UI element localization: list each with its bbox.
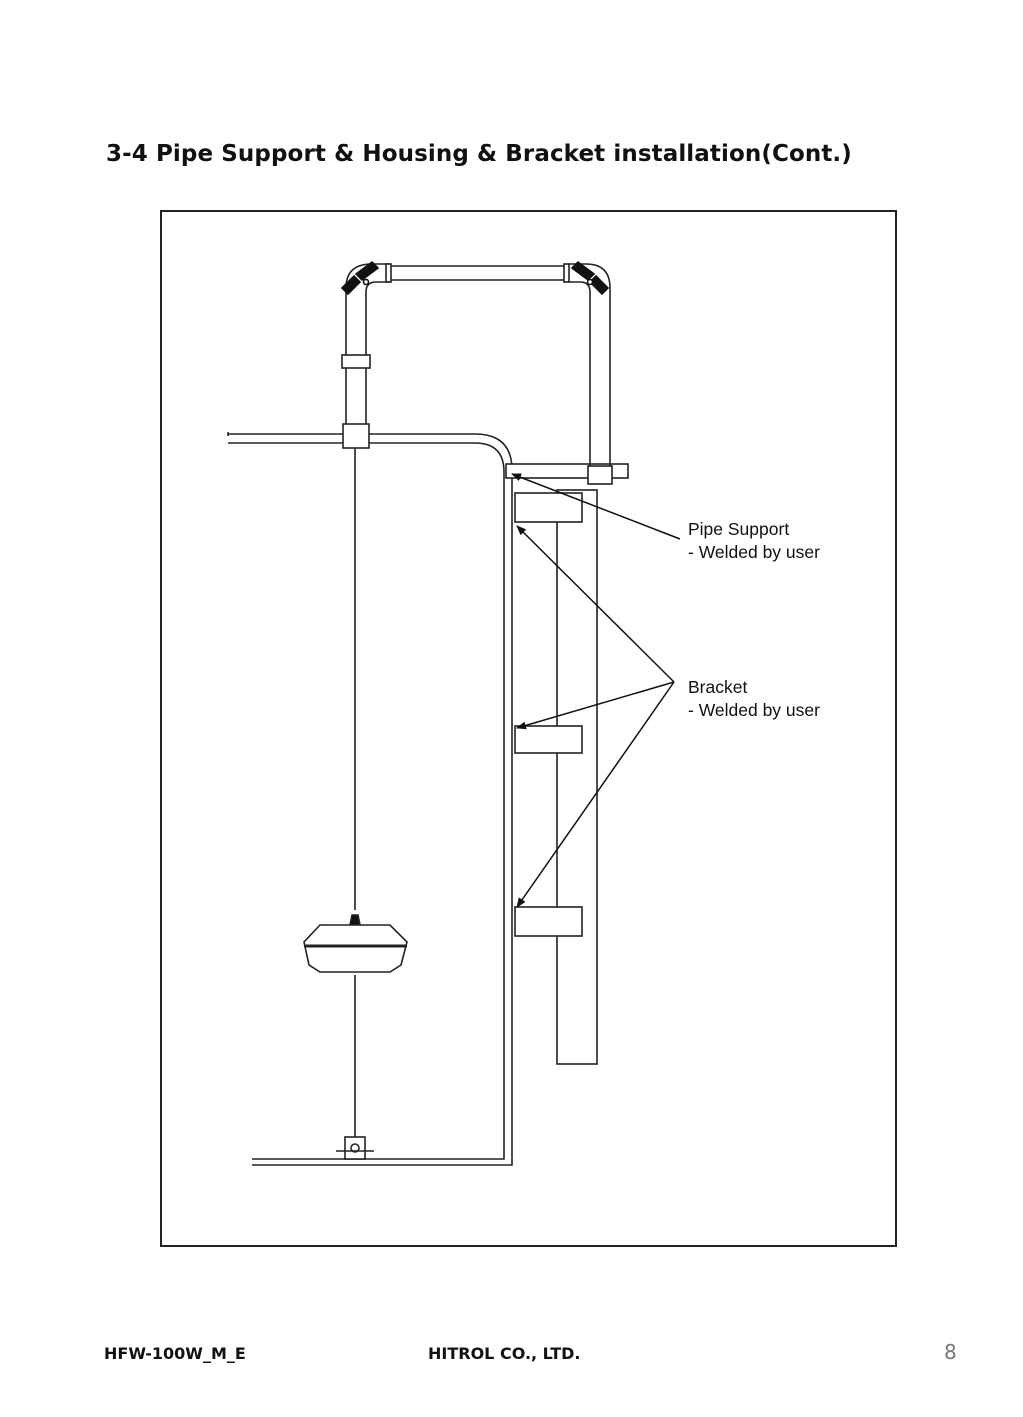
float bbox=[303, 914, 408, 973]
bracket-top bbox=[514, 492, 583, 523]
bottom-anchor bbox=[336, 1136, 374, 1160]
page-title: 3-4 Pipe Support & Housing & Bracket ins… bbox=[106, 141, 852, 167]
footer-doc-code: HFW-100W_M_E bbox=[104, 1344, 246, 1363]
bracket-leader-top bbox=[516, 525, 675, 683]
pipe-loop bbox=[341, 263, 613, 485]
bracket-leader-bottom bbox=[516, 681, 675, 908]
bracket-label: Bracket bbox=[688, 677, 748, 697]
housing-column bbox=[556, 489, 598, 1065]
bracket-middle bbox=[514, 725, 583, 754]
pipe-support-callout: Pipe Support - Welded by user bbox=[688, 518, 820, 564]
bracket-leader-middle bbox=[516, 681, 675, 730]
pipe-support-note: - Welded by user bbox=[688, 542, 820, 562]
page-number: 8 bbox=[944, 1340, 957, 1364]
footer-company: HITROL CO., LTD. bbox=[428, 1344, 581, 1363]
bracket-callout: Bracket - Welded by user bbox=[688, 676, 820, 722]
bracket-bottom bbox=[514, 906, 583, 937]
bracket-note: - Welded by user bbox=[688, 700, 820, 720]
pipe-support-label: Pipe Support bbox=[688, 519, 790, 539]
elbow-fitting-right bbox=[570, 260, 610, 296]
figure-frame bbox=[160, 210, 897, 1247]
pipe-support-leader bbox=[511, 473, 681, 540]
elbow-fitting-left bbox=[340, 260, 380, 296]
tank-wall bbox=[227, 432, 513, 1166]
